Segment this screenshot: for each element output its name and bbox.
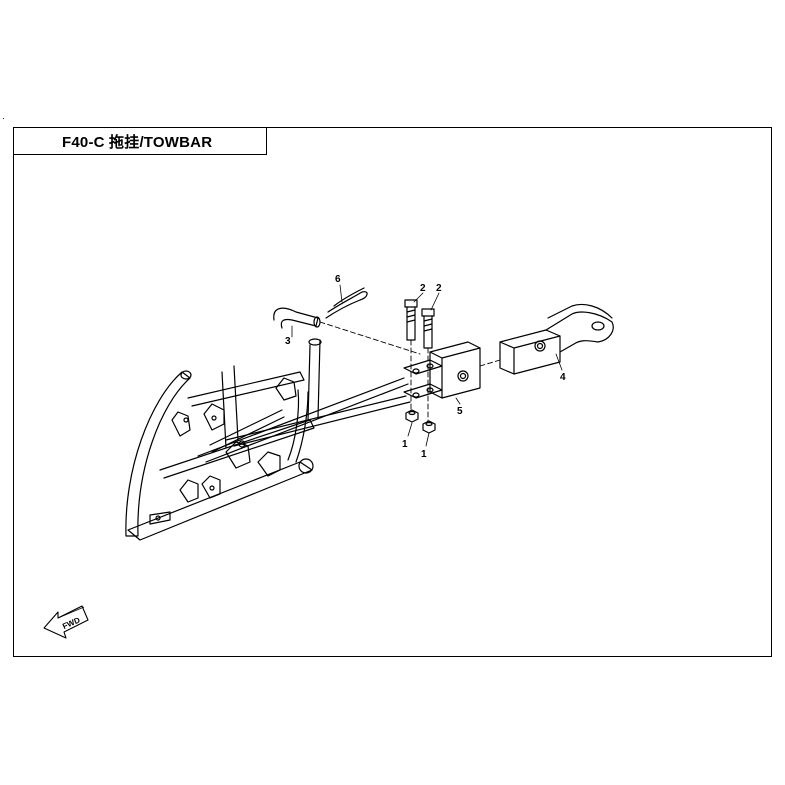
callout-2-left: 2 — [420, 283, 426, 294]
callout-1-left: 1 — [402, 439, 408, 450]
title-box — [13, 127, 267, 155]
nut-part-1-right — [422, 420, 436, 434]
rear-frame — [125, 338, 411, 541]
nut-part-1-left — [405, 409, 419, 423]
registration-mark: · — [2, 113, 5, 123]
bolt-part-2-left — [404, 299, 418, 341]
page-title: F40-C 拖挂/TOWBAR — [62, 134, 213, 151]
leader-lines — [291, 284, 563, 447]
hitch-pin-part-3 — [273, 307, 321, 329]
callout-1-right: 1 — [421, 449, 427, 460]
callout-3: 3 — [285, 336, 291, 347]
receiver-bracket-part-5 — [403, 341, 481, 399]
callout-4: 4 — [560, 372, 566, 383]
tow-tongue-part-4 — [499, 303, 614, 375]
bolt-part-2-right — [421, 308, 435, 349]
hitch-clip-part-6 — [325, 287, 368, 319]
callout-5: 5 — [457, 406, 463, 417]
assembly-lines — [319, 321, 501, 422]
drawing-frame — [13, 127, 772, 657]
fwd-arrow-icon: FWD — [43, 605, 89, 639]
callout-6: 6 — [335, 274, 341, 285]
callout-2-right: 2 — [436, 283, 442, 294]
